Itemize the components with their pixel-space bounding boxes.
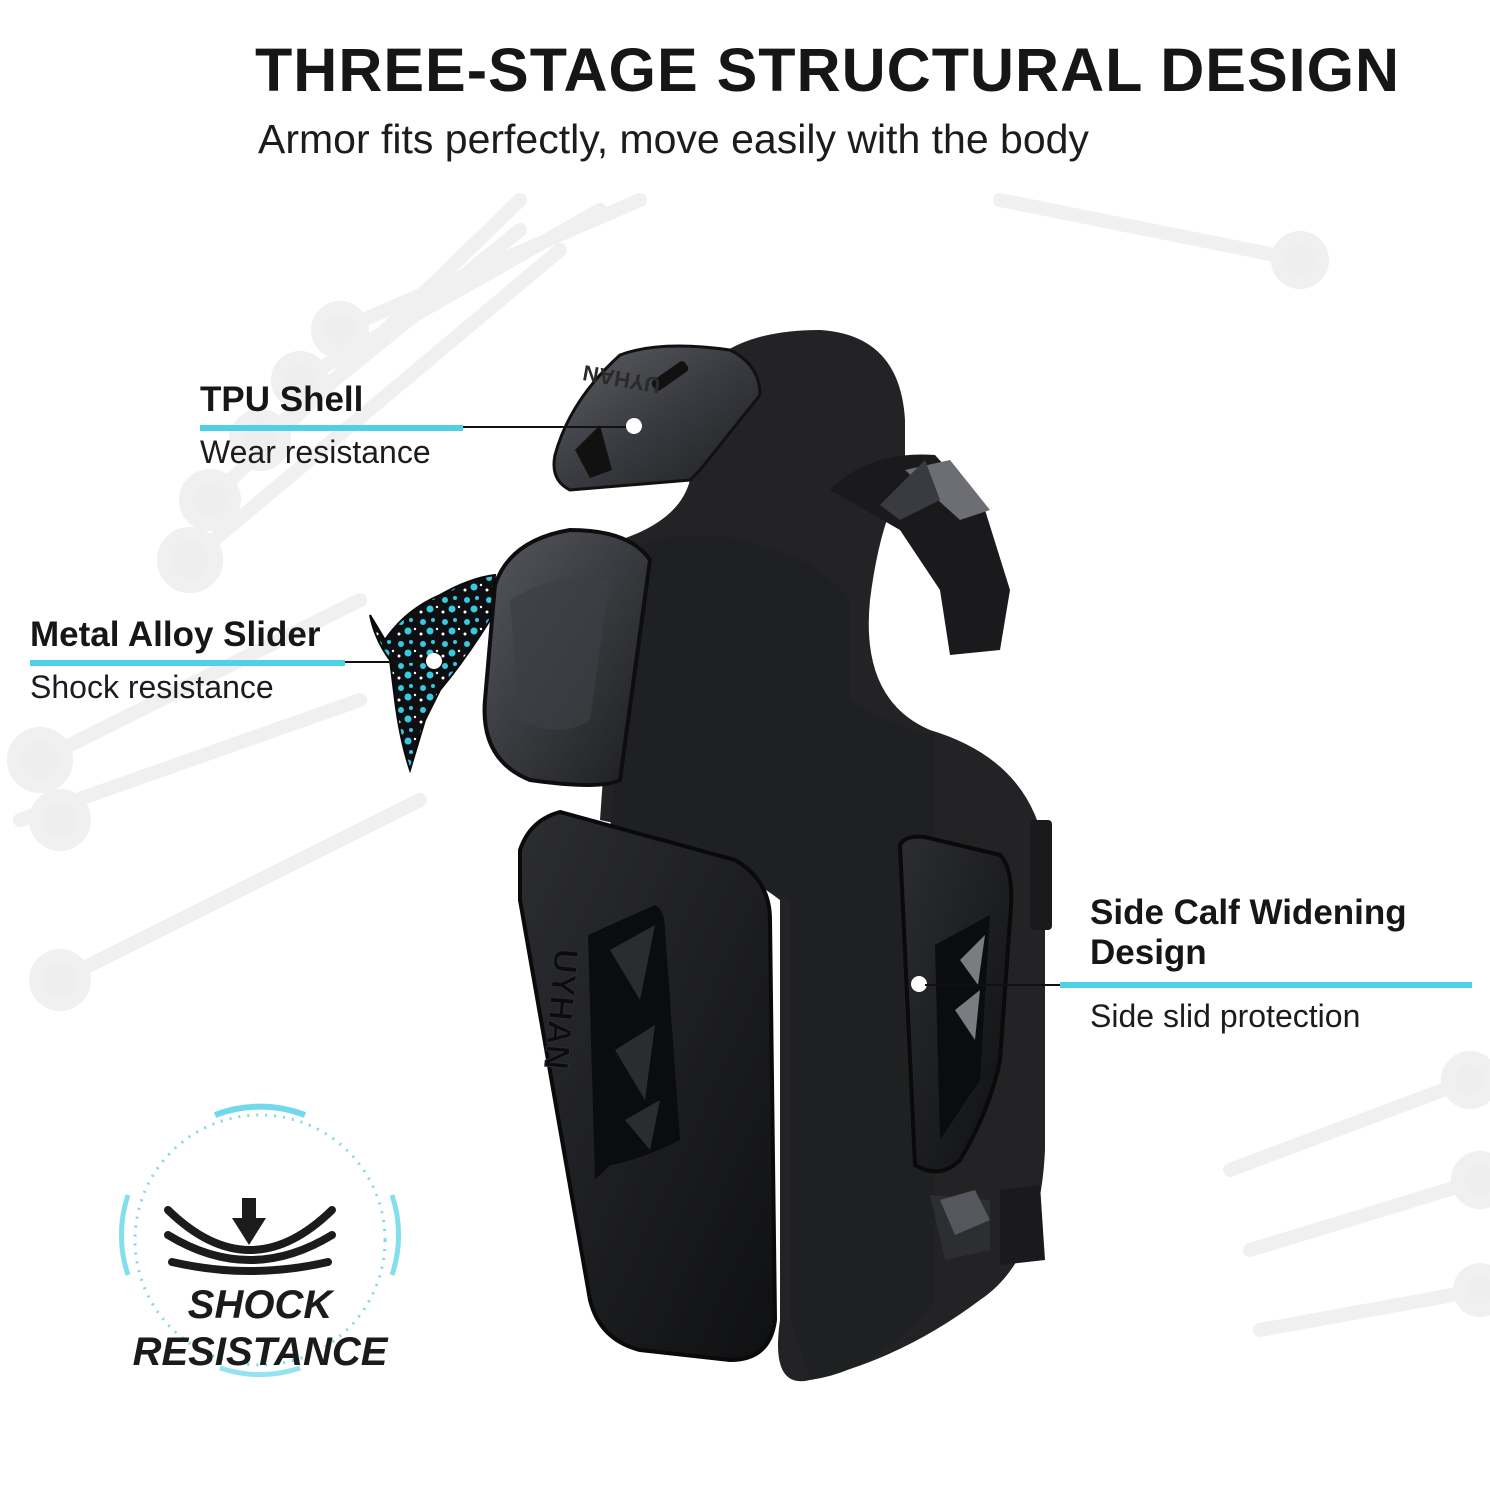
callout-title-line2: Design — [1090, 933, 1207, 973]
callout-title: Metal Alloy Slider — [30, 615, 321, 654]
callout-leader-line — [463, 426, 633, 428]
callout-metal-alloy-slider: Metal Alloy Slider Shock resistance — [30, 615, 320, 706]
badge-label-line1: SHOCK — [187, 1283, 333, 1327]
badge-label-line2: RESISTANCE — [132, 1330, 388, 1374]
callout-tpu-shell: TPU Shell Wear resistance — [200, 380, 431, 471]
callout-title-line1: Side Calf Widening — [1090, 893, 1407, 932]
metal-alloy-slider-part — [369, 573, 497, 774]
callout-accent-bar — [30, 660, 345, 666]
callout-leader-line — [345, 661, 430, 663]
callout-accent-bar — [1060, 982, 1472, 988]
callout-description: Shock resistance — [30, 669, 274, 706]
callout-anchor-dot — [626, 418, 642, 434]
callout-leader-line — [925, 984, 1060, 986]
callout-anchor-dot — [426, 653, 442, 669]
shock-absorb-icon — [119, 1103, 401, 1377]
page-subtitle: Armor fits perfectly, move easily with t… — [258, 116, 1089, 162]
callout-description: Side slid protection — [1090, 997, 1361, 1034]
page-title: THREE-STAGE STRUCTURAL DESIGN — [255, 36, 1401, 104]
callout-side-calf: Side Calf Widening Design Side slid prot… — [1090, 893, 1407, 1034]
callout-description: Wear resistance — [200, 434, 431, 471]
shock-resistance-badge: SHOCK RESISTANCE — [110, 1100, 410, 1400]
callout-accent-bar — [200, 425, 463, 431]
callout-anchor-dot — [911, 976, 927, 992]
callout-title: TPU Shell — [200, 380, 364, 419]
